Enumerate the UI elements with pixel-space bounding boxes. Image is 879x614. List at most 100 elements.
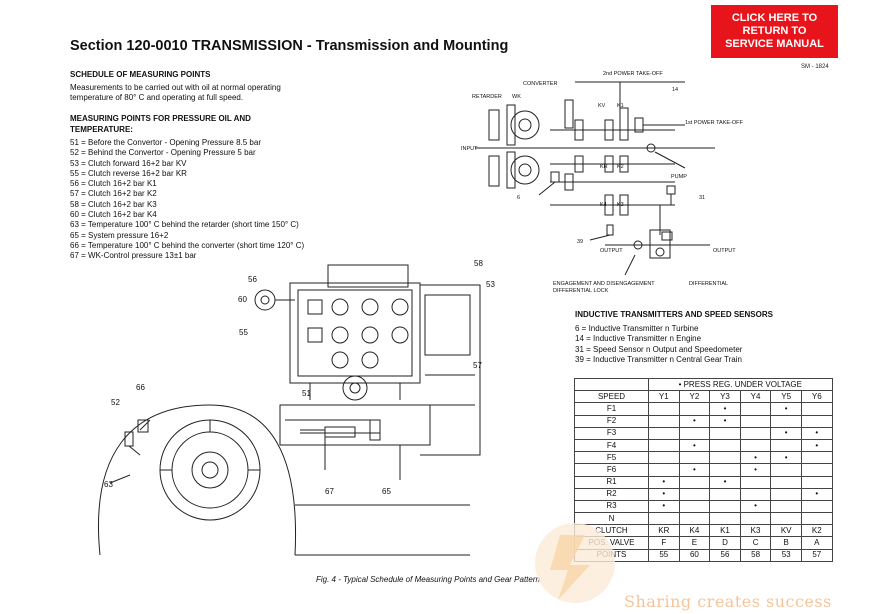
table-cell: C bbox=[739, 536, 772, 550]
table-cell: F3 bbox=[574, 426, 649, 440]
page-title: Section 120-0010 TRANSMISSION - Transmis… bbox=[70, 38, 509, 54]
callout-63: 63 bbox=[104, 480, 113, 489]
table-cell bbox=[678, 499, 711, 514]
table-row: F3•• bbox=[574, 426, 833, 440]
table-cell bbox=[678, 475, 711, 489]
table-cell: 57 bbox=[800, 548, 833, 562]
label-pto2: 2nd POWER TAKE-OFF bbox=[603, 71, 663, 77]
inductive-list: 6 = Inductive Transmitter n Turbine 14 =… bbox=[575, 324, 742, 365]
callout-60: 60 bbox=[238, 295, 247, 304]
table-cell: • bbox=[709, 414, 741, 428]
table-cell: 53 bbox=[770, 548, 802, 562]
label-engagement-line1: ENGAGEMENT AND DISENGAGEMENT bbox=[553, 281, 655, 287]
table-cell: 56 bbox=[709, 548, 741, 562]
table-cell bbox=[709, 438, 741, 453]
table-cell: F4 bbox=[574, 438, 649, 453]
table-cell bbox=[770, 512, 802, 526]
table-cell: • bbox=[709, 402, 741, 416]
table-cell: 58 bbox=[739, 548, 772, 562]
schedule-text-line2: temperature of 80° C and operating at fu… bbox=[70, 93, 244, 102]
list-item: 57 = Clutch 16+2 bar K2 bbox=[70, 189, 157, 199]
return-to-service-manual-button[interactable]: CLICK HERE TO RETURN TO SERVICE MANUAL bbox=[711, 5, 838, 58]
table-row: R1•• bbox=[574, 475, 833, 489]
document-code: SM - 1824 bbox=[801, 64, 829, 70]
table-cell: • bbox=[678, 414, 711, 428]
list-item: 67 = WK-Control pressure 13±1 bar bbox=[70, 251, 197, 261]
table-cell bbox=[800, 402, 833, 416]
table-cell: • bbox=[709, 475, 741, 489]
schedule-text: Measurements to be carried out with oil … bbox=[70, 83, 281, 103]
table-cell: • bbox=[648, 475, 680, 489]
table-cell bbox=[678, 487, 711, 501]
table-cell: • bbox=[678, 438, 711, 453]
table-cell bbox=[709, 426, 741, 440]
list-item: 56 = Clutch 16+2 bar K1 bbox=[70, 179, 157, 189]
table-cell bbox=[770, 438, 802, 453]
table-cell bbox=[648, 451, 680, 465]
table-header-cell: Y5 bbox=[770, 390, 802, 404]
measuring-points-heading-line1: MEASURING POINTS FOR PRESSURE OIL AND bbox=[70, 114, 251, 123]
transmission-assembly-drawing: 56 58 60 53 55 57 51 66 52 63 67 65 bbox=[98, 259, 495, 556]
table-cell: A bbox=[800, 536, 833, 550]
table-cell: • bbox=[800, 487, 833, 501]
label-wk: WK bbox=[512, 94, 521, 100]
table-cell: 55 bbox=[648, 548, 680, 562]
table-cell: F1 bbox=[574, 402, 649, 416]
measuring-points-heading-line2: TEMPERATURE: bbox=[70, 125, 133, 134]
table-cell bbox=[800, 475, 833, 489]
label-pump: PUMP bbox=[671, 174, 687, 180]
list-item: 60 = Clutch 16+2 bar K4 bbox=[70, 210, 157, 220]
table-cell: • bbox=[770, 402, 802, 416]
label-differential: DIFFERENTIAL bbox=[689, 281, 728, 287]
table-cell bbox=[648, 426, 680, 440]
table-cell bbox=[709, 451, 741, 465]
table-cell: 60 bbox=[678, 548, 711, 562]
label-converter: CONVERTER bbox=[523, 81, 557, 87]
table-cell bbox=[770, 414, 802, 428]
table-header-cell: Y4 bbox=[739, 390, 772, 404]
callout-67: 67 bbox=[325, 487, 334, 496]
table-header-row: SPEED Y1 Y2 Y3 Y4 Y5 Y6 bbox=[574, 390, 833, 404]
list-item: 65 = System pressure 16+2 bbox=[70, 230, 169, 240]
callout-51: 51 bbox=[302, 389, 311, 398]
table-cell bbox=[739, 402, 772, 416]
label-input: INPUT bbox=[461, 146, 478, 152]
label-sensor-31: 31 bbox=[699, 195, 705, 201]
watermark-logo bbox=[535, 523, 615, 603]
table-row: F4•• bbox=[574, 438, 833, 453]
label-pto1: 1st POWER TAKE-OFF bbox=[685, 120, 743, 126]
label-k3: K3 bbox=[617, 202, 624, 208]
table-row: F1 • • bbox=[574, 402, 833, 416]
table-cell bbox=[648, 512, 680, 526]
label-k4: K4 bbox=[600, 202, 607, 208]
table-cell: • bbox=[678, 463, 711, 477]
table-header-cell: Y2 bbox=[678, 390, 711, 404]
label-sensor-6: 6 bbox=[517, 195, 520, 201]
table-cell bbox=[709, 512, 741, 526]
table-cell bbox=[739, 487, 772, 501]
table-cell bbox=[739, 475, 772, 489]
table-cell: K4 bbox=[678, 524, 711, 538]
table-row: R3•• bbox=[574, 499, 833, 514]
table-header-cell: Y6 bbox=[800, 390, 833, 404]
table-cell: R2 bbox=[574, 487, 649, 501]
table-cell bbox=[800, 451, 833, 465]
list-item: 6 = Inductive Transmitter n Turbine bbox=[575, 324, 699, 333]
table-cell bbox=[770, 463, 802, 477]
table-row: F2•• bbox=[574, 414, 833, 428]
callout-56: 56 bbox=[248, 275, 257, 284]
watermark-text: Sharing creates success bbox=[624, 592, 832, 611]
table-group-header: • PRESS REG. UNDER VOLTAGE bbox=[648, 377, 833, 392]
table-cell bbox=[709, 487, 741, 501]
table-cell: F6 bbox=[574, 463, 649, 477]
table-cell bbox=[678, 402, 711, 416]
table-cell: K3 bbox=[739, 524, 772, 538]
table-cell bbox=[800, 414, 833, 428]
table-cell bbox=[648, 414, 680, 428]
table-cell: • bbox=[770, 426, 802, 440]
table-cell: • bbox=[739, 499, 772, 514]
table-cell bbox=[648, 402, 680, 416]
label-sensor-39: 39 bbox=[577, 239, 583, 245]
table-cell: F bbox=[648, 536, 680, 550]
schedule-text-line1: Measurements to be carried out with oil … bbox=[70, 83, 281, 92]
